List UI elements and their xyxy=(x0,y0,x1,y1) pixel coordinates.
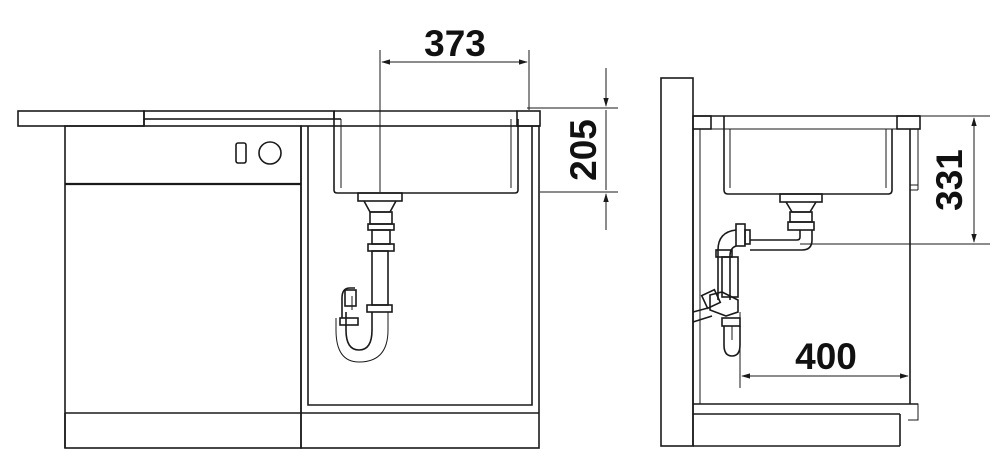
countertop-side xyxy=(692,115,921,130)
drain-offset-label: 400 xyxy=(795,336,857,377)
drain-siphon-side xyxy=(692,193,823,357)
drain-height-label: 331 xyxy=(929,149,970,211)
sink-bowl-side xyxy=(723,116,893,195)
drain-siphon xyxy=(335,192,403,363)
front-view: 373 205 xyxy=(17,23,618,449)
dishwasher-cabinet xyxy=(64,125,302,449)
bowl-depth-label: 205 xyxy=(563,119,604,181)
side-view: 331 400 xyxy=(660,77,990,447)
countertop xyxy=(17,110,541,127)
bowl-width-label: 373 xyxy=(424,23,486,64)
wall xyxy=(660,77,694,447)
dimension-bowl-width: 373 xyxy=(379,23,530,192)
sink-bowl xyxy=(333,111,519,194)
dimension-drain-height: 331 xyxy=(800,115,990,245)
dimension-bowl-depth: 205 xyxy=(527,68,618,230)
sink-cabinet xyxy=(300,125,540,449)
cabinet-side xyxy=(692,129,919,447)
dimension-drain-offset: 400 xyxy=(739,312,911,388)
button-and-dial-icon xyxy=(235,141,282,165)
